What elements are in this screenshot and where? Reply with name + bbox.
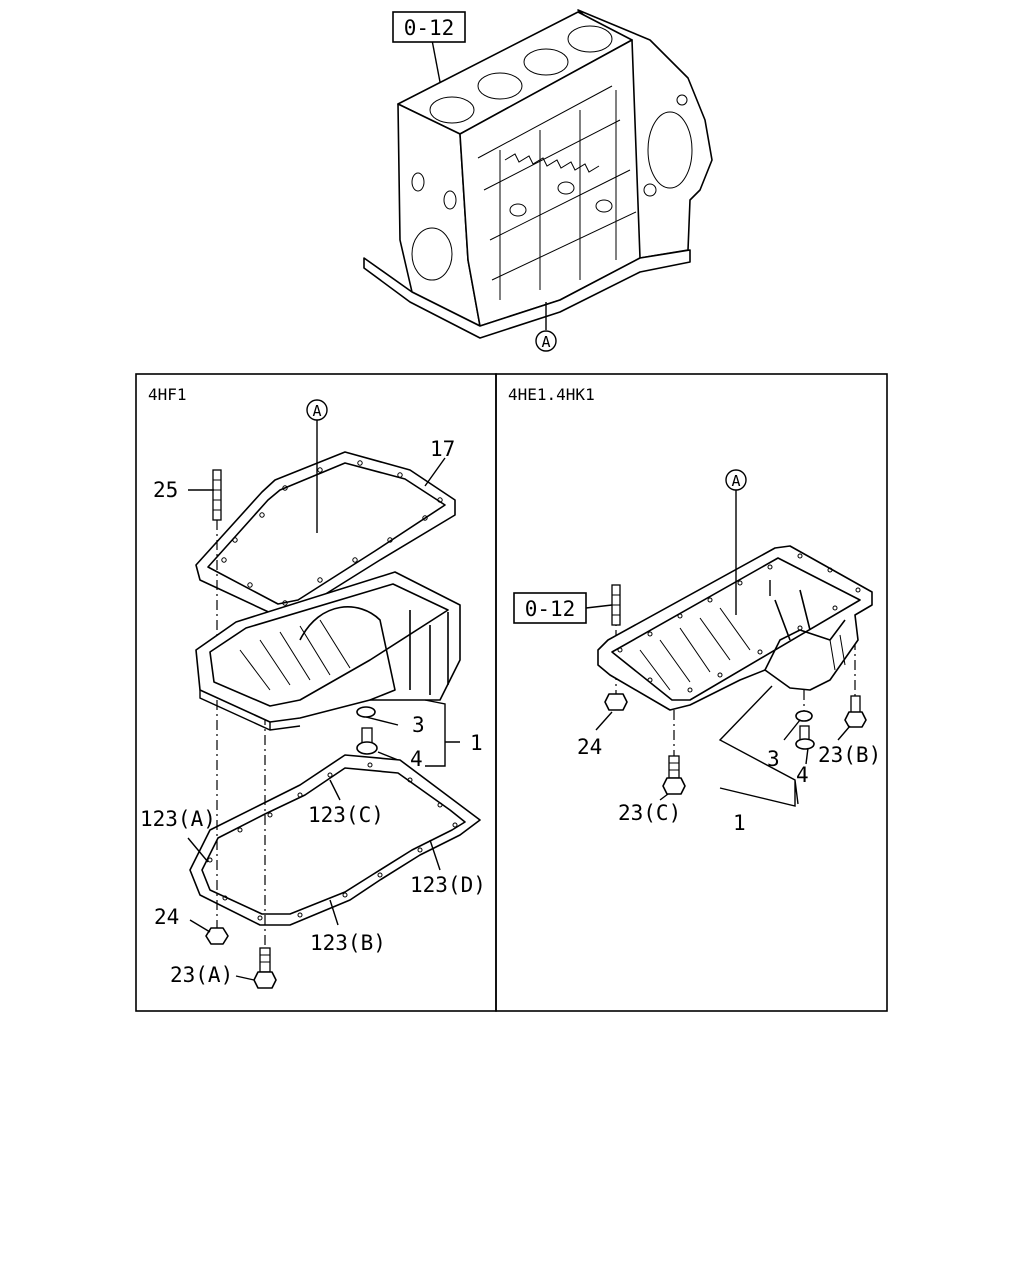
engine-block-drawing: [363, 9, 713, 339]
svg-text:0-12: 0-12: [525, 597, 576, 621]
left-panel-labels: 17 25 3 1 4 123(A) 123(C) 123(D) 123(B) …: [140, 437, 486, 987]
label-4: 4: [410, 747, 423, 771]
svg-text:A: A: [541, 333, 550, 351]
svg-text:A: A: [731, 472, 740, 490]
circle-ref-a-top: A: [535, 330, 557, 352]
label-24-right: 24: [577, 735, 602, 759]
label-123b: 123(B): [310, 931, 386, 955]
right-panel-title: 4HE1.4HK1: [508, 385, 595, 404]
label-123c: 123(C): [308, 803, 384, 827]
label-23b: 23(B): [818, 743, 881, 767]
label-25: 25: [153, 478, 178, 502]
circle-ref-a-left: A: [306, 399, 328, 421]
ref-box-0-12-top: 0-12: [392, 11, 466, 43]
label-3-right: 3: [767, 747, 780, 771]
right-panel-frame: [495, 373, 888, 1012]
circle-ref-a-right: A: [725, 469, 747, 491]
right-panel-drawing: [585, 490, 873, 807]
label-24-left: 24: [154, 905, 179, 929]
ref-box-0-12-right: 0-12: [513, 592, 587, 624]
label-23c: 23(C): [618, 801, 681, 825]
left-panel-title: 4HF1: [148, 385, 187, 404]
label-123a: 123(A): [140, 807, 216, 831]
left-panel-drawing: [187, 420, 481, 989]
label-23a: 23(A): [170, 963, 233, 987]
label-17: 17: [430, 437, 455, 461]
svg-text:A: A: [312, 402, 321, 420]
label-123d: 123(D): [410, 873, 486, 897]
label-1-right: 1: [733, 811, 746, 835]
label-3: 3: [412, 713, 425, 737]
label-1: 1: [470, 731, 483, 755]
svg-text:0-12: 0-12: [404, 16, 455, 40]
right-panel-labels: 24 3 4 23(B) 23(C) 1: [577, 735, 881, 835]
label-4-right: 4: [796, 763, 809, 787]
